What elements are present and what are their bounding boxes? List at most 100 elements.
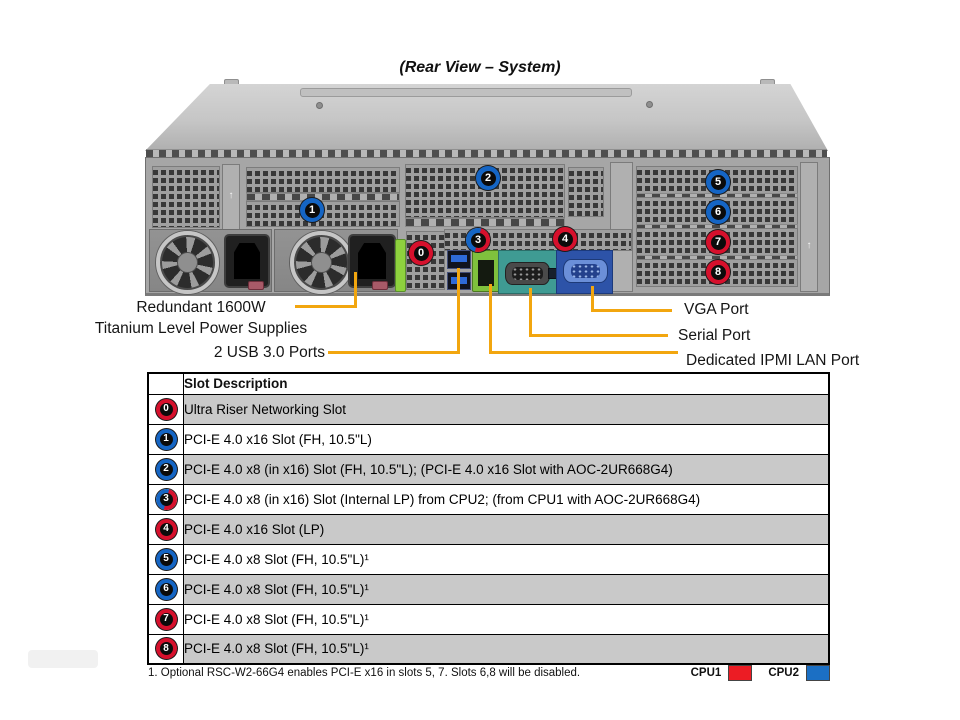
slot-description: Ultra Riser Networking Slot <box>183 393 830 425</box>
table-row: 1 PCI-E 4.0 x16 Slot (FH, 10.5"L) <box>147 423 830 455</box>
ipmi-callout-line <box>489 351 678 354</box>
slot-badge-cell: 1 <box>147 423 184 455</box>
figure-title: (Rear View – System) <box>399 59 561 76</box>
usb-callout-line <box>328 351 460 354</box>
slot-description: PCI-E 4.0 x8 (in x16) Slot (Internal LP)… <box>183 483 830 515</box>
right-slot-bracket: ↑ <box>800 162 818 292</box>
slot-badge-cell: 3 <box>147 483 184 515</box>
psu-release-clip <box>395 239 406 292</box>
legend-label: CPU1 <box>690 667 722 679</box>
slot-description: PCI-E 4.0 x8 Slot (FH, 10.5"L)¹ <box>183 543 830 575</box>
table-footer: 1. Optional RSC-W2-66G4 enables PCI-E x1… <box>148 665 830 681</box>
slot-badge: 8 <box>155 638 177 660</box>
serial-db9-connector <box>505 262 550 285</box>
diagram-badge-5: 5 <box>706 170 730 194</box>
table-row: 4 PCI-E 4.0 x16 Slot (LP) <box>147 513 830 545</box>
ipmi-label: Dedicated IPMI LAN Port <box>686 352 860 369</box>
diagram-badge-6: 6 <box>706 200 730 224</box>
footnote: 1. Optional RSC-W2-66G4 enables PCI-E x1… <box>148 667 581 679</box>
psu-label-line1: Redundant 1600W <box>136 299 266 316</box>
diagram-badge-0: 0 <box>409 241 433 265</box>
mid-vent-column <box>568 167 604 217</box>
diagram-badge-7: 7 <box>706 230 730 254</box>
slot-badge-cell: 7 <box>147 603 184 635</box>
serial-callout-line <box>529 288 532 337</box>
slot-description: PCI-E 4.0 x16 Slot (LP) <box>183 513 830 545</box>
chassis-top-groove <box>300 88 632 97</box>
psu2-fan <box>290 231 353 294</box>
bracket-arrow-icon: ↑ <box>806 240 812 251</box>
table-row: 3 PCI-E 4.0 x8 (in x16) Slot (Internal LP… <box>147 483 830 515</box>
usb3-port-top <box>447 250 471 269</box>
left-vent-grid <box>152 166 220 228</box>
slot-badge: 1 <box>155 428 177 450</box>
psu-label: Redundant 1600W Titanium Level Power Sup… <box>72 297 330 339</box>
ipmi-lan-port <box>472 250 500 292</box>
table-row: 2 PCI-E 4.0 x8 (in x16) Slot (FH, 10.5"L)… <box>147 453 830 485</box>
chassis-screw <box>316 102 323 109</box>
legend-item: CPU1 <box>691 665 753 681</box>
usb-label: 2 USB 3.0 Ports <box>213 344 325 361</box>
vga-db15-connector <box>563 259 608 283</box>
table-row: 0 Ultra Riser Networking Slot <box>147 393 830 425</box>
legend-label: CPU2 <box>768 667 799 679</box>
bracket-arrow-icon: ↑ <box>228 190 234 201</box>
slot-description: PCI-E 4.0 x8 Slot (FH, 10.5"L)¹ <box>183 573 830 605</box>
slot-badge-cell: 6 <box>147 573 184 605</box>
lan-port-opening <box>478 260 494 286</box>
psu-callout-line <box>354 272 357 308</box>
psu-label-line2: Titanium Level Power Supplies <box>94 320 308 337</box>
chassis-screw <box>646 101 653 108</box>
legend-swatch <box>806 665 830 681</box>
slot-badge: 3 <box>155 488 177 510</box>
mid-bracket-column <box>610 162 633 292</box>
vga-label: VGA Port <box>684 301 749 318</box>
watermark <box>28 650 98 668</box>
slot-badge: 4 <box>155 518 177 540</box>
legend-swatch <box>728 665 753 681</box>
diagram-badge-2: 2 <box>476 166 500 190</box>
slot-badge-cell: 4 <box>147 513 184 545</box>
slot-badge: 2 <box>155 458 177 480</box>
slot-badge: 0 <box>155 398 177 420</box>
psu-callout-line <box>295 305 357 308</box>
diagram-badge-4: 4 <box>553 227 577 251</box>
diagram-badge-8: 8 <box>706 260 730 284</box>
cpu-legend: CPU1 CPU2 <box>675 665 830 681</box>
slot-description: PCI-E 4.0 x8 (in x16) Slot (FH, 10.5"L);… <box>183 453 830 485</box>
legend-item: CPU2 <box>768 665 830 681</box>
slot-badge: 5 <box>155 548 177 570</box>
ipmi-callout-line <box>489 284 492 354</box>
vga-callout-line <box>591 309 672 312</box>
slot-description: PCI-E 4.0 x16 Slot (FH, 10.5"L) <box>183 423 830 455</box>
slot-number-header-cell <box>147 372 184 395</box>
slot-badge-cell: 8 <box>147 633 184 665</box>
slot-badge-cell: 2 <box>147 453 184 485</box>
slot-description-header: Slot Description <box>183 372 830 395</box>
table-row: 8 PCI-E 4.0 x8 Slot (FH, 10.5"L)¹ <box>147 633 830 665</box>
diagram-badge-3: 3 <box>466 228 490 252</box>
left-slot-bracket: ↑ <box>222 164 240 230</box>
diagram-badge-1: 1 <box>300 198 324 222</box>
slot1-vent-upper <box>246 167 400 193</box>
slot1-cover-bar <box>246 193 400 201</box>
psu1-fan <box>156 231 219 294</box>
slot-description: PCI-E 4.0 x8 Slot (FH, 10.5"L)¹ <box>183 633 830 665</box>
serial-callout-line <box>529 334 668 337</box>
serial-label: Serial Port <box>678 327 751 344</box>
psu1-power-inlet <box>224 234 270 288</box>
usb-callout-line <box>457 268 460 354</box>
slot-badge-cell: 5 <box>147 543 184 575</box>
psu2-latch <box>372 281 388 290</box>
table-header-row: Slot Description <box>147 372 830 395</box>
slot2-cover-bar <box>405 218 565 227</box>
table-row: 5 PCI-E 4.0 x8 Slot (FH, 10.5"L)¹ <box>147 543 830 575</box>
slot-description-table: Slot Description 0 Ultra Riser Networking… <box>147 372 830 665</box>
slot-badge-cell: 0 <box>147 393 184 425</box>
slot-badge: 7 <box>155 608 177 630</box>
vga-callout-line <box>591 286 594 312</box>
